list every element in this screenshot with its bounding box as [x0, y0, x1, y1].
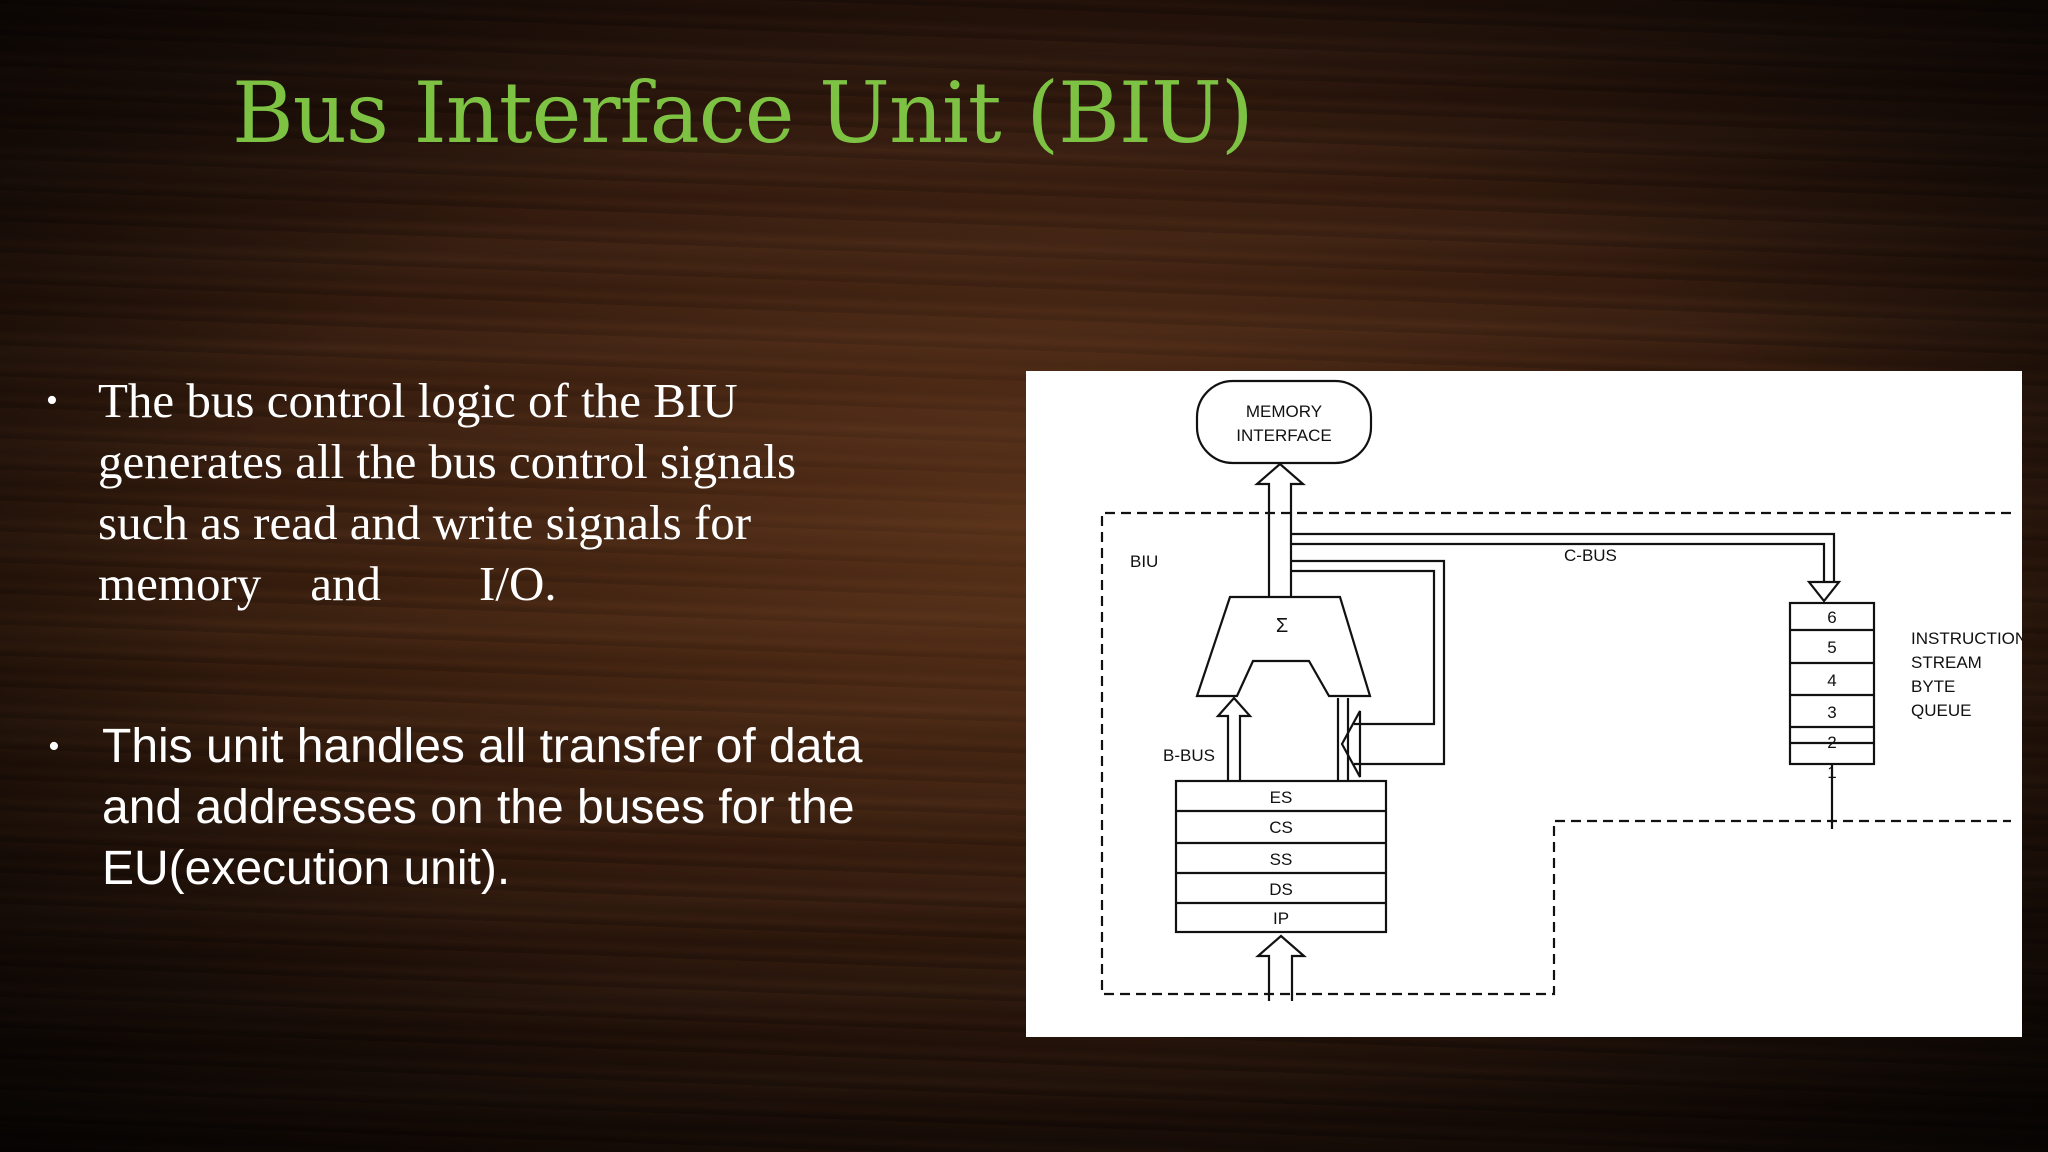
register-to-adder-lines [1336, 698, 1350, 781]
memory-interface-label-line2: INTERFACE [1236, 426, 1331, 445]
register-ss: SS [1270, 850, 1293, 869]
queue-slot-4: 4 [1827, 671, 1836, 690]
biu-boundary [1100, 511, 2011, 996]
queue-slot-5: 5 [1827, 638, 1836, 657]
bullet-marker: • [48, 728, 60, 765]
bullet-text: The bus control logic of the BIU generat… [98, 373, 809, 611]
c-bus-label: C-BUS [1564, 546, 1617, 565]
biu-diagram: MEMORY INTERFACE BIU C-BUS B-BUS Σ ES CS… [1026, 371, 2022, 1037]
c-bus-to-adder-2 [1291, 559, 1446, 766]
c-bus-arrowhead [1806, 580, 1842, 603]
slide-title: Bus Interface Unit (BIU) [232, 64, 1254, 162]
memory-interface-arrow [1254, 462, 1306, 596]
memory-interface-box [1195, 379, 1373, 465]
memory-interface-label-line1: MEMORY [1246, 402, 1322, 421]
segment-register-file [1174, 779, 1388, 934]
register-cs: CS [1269, 818, 1293, 837]
biu-label: BIU [1130, 552, 1158, 571]
c-bus-line [1291, 542, 1826, 582]
register-ds: DS [1269, 880, 1293, 899]
queue-slot-3: 3 [1827, 703, 1836, 722]
adder-symbol: Σ [1276, 615, 1288, 637]
c-bus-line-outer [1291, 532, 1836, 582]
register-es: ES [1270, 788, 1293, 807]
bullet-marker: • [46, 382, 58, 419]
queue-label-line3: BYTE [1911, 677, 1955, 696]
queue-slot-6: 6 [1827, 608, 1836, 627]
queue-slot-2: 2 [1827, 733, 1836, 752]
queue-label-line4: QUEUE [1911, 701, 1971, 720]
queue-label-line1: INSTRUCTION [1911, 629, 2022, 648]
bullet-text: This unit handles all transfer of data a… [102, 720, 863, 895]
b-bus-label: B-BUS [1163, 746, 1215, 765]
bullet-item-data-transfer: • This unit handles all transfer of data… [24, 716, 964, 899]
adder-unit [1195, 595, 1372, 698]
input-arrow [1255, 934, 1307, 1001]
bullet-item-bus-control: • The bus control logic of the BIU gener… [22, 370, 862, 614]
c-bus-to-adder-1 [1291, 569, 1436, 726]
adder-input-arrow [1340, 710, 1362, 778]
biu-diagram-svg: MEMORY INTERFACE BIU C-BUS B-BUS Σ ES CS… [1100, 379, 2022, 1001]
b-bus-arrow [1215, 696, 1253, 781]
register-ip: IP [1273, 909, 1289, 928]
queue-label-line2: STREAM [1911, 653, 1982, 672]
queue-slot-1: 1 [1827, 763, 1836, 782]
